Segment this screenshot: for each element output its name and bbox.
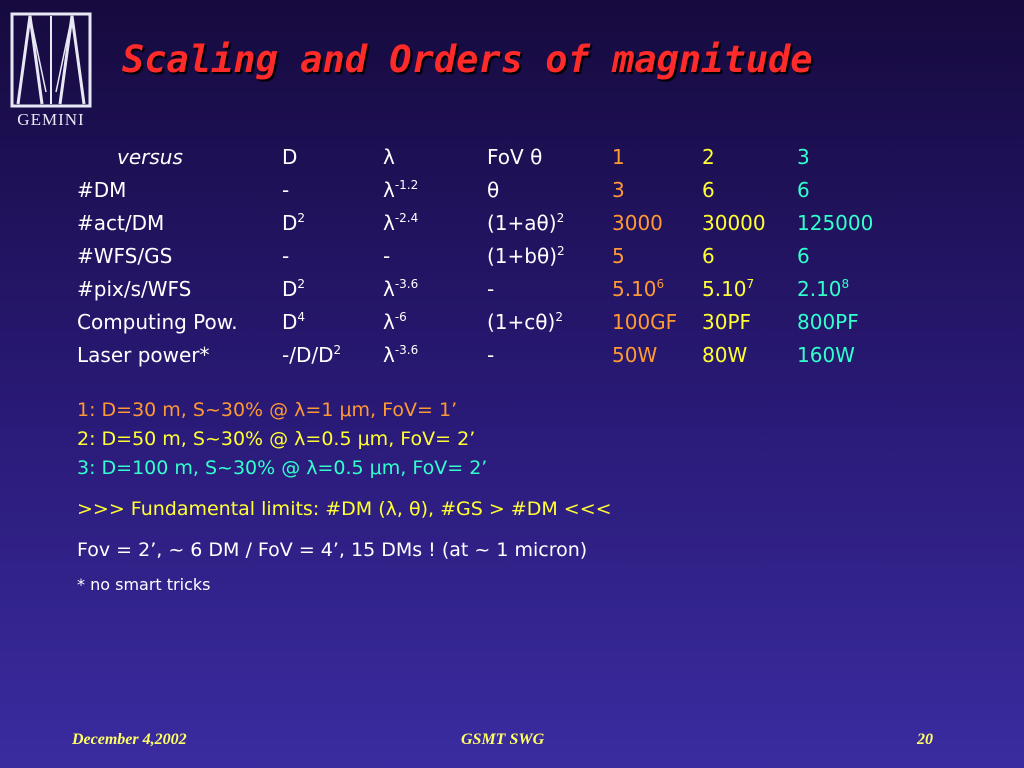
case-1-value: 1 — [612, 145, 625, 169]
lambda-scaling: λ — [383, 145, 395, 169]
case-3-value: 6 — [797, 244, 810, 268]
row-label: #pix/s/WFS — [77, 277, 192, 301]
case-1-value: 3 — [612, 178, 625, 202]
footer-date: December 4,2002 — [72, 731, 187, 748]
case-1-value: 5.106 — [612, 277, 665, 301]
row-label: versus — [117, 145, 183, 169]
case-1-value: 3000 — [612, 211, 663, 235]
case-3-value: 6 — [797, 178, 810, 202]
fundamental-limits: >>> Fundamental limits: #DM (λ, θ), #GS … — [77, 498, 612, 520]
table-row: Computing Pow. D4 λ-6 (1+cθ)2 100GF 30PF 800PF — [0, 307, 1024, 337]
case-2-value: 80W — [702, 343, 748, 367]
case-2-value: 5.107 — [702, 277, 755, 301]
gemini-logo: GEMINI — [10, 12, 92, 132]
fov-scaling: (1+bθ)2 — [487, 244, 565, 268]
footnote: * no smart tricks — [77, 575, 211, 594]
fov-scaling: θ — [487, 178, 500, 202]
fov-scaling: (1+aθ)2 — [487, 211, 565, 235]
case-note-1: 1: D=30 m, S~30% @ λ=1 μm, FoV= 1’ — [77, 399, 458, 421]
d-scaling: D2 — [282, 277, 306, 301]
lambda-scaling: λ-2.4 — [383, 211, 419, 235]
case-1-value: 50W — [612, 343, 658, 367]
case-2-value: 30PF — [702, 310, 752, 334]
case-2-value: 2 — [702, 145, 715, 169]
gemini-emblem-icon — [10, 12, 92, 108]
case-note-2: 2: D=50 m, S~30% @ λ=0.5 μm, FoV= 2’ — [77, 428, 476, 450]
fov-scaling: (1+cθ)2 — [487, 310, 563, 334]
fov-line: Fov = 2’, ~ 6 DM / FoV = 4’, 15 DMs ! (a… — [77, 539, 588, 561]
case-notes: 1: D=30 m, S~30% @ λ=1 μm, FoV= 1’ 2: D=… — [77, 396, 487, 483]
case-2-value: 30000 — [702, 211, 766, 235]
d-scaling: - — [282, 178, 290, 202]
case-1-value: 5 — [612, 244, 625, 268]
case-3-value: 3 — [797, 145, 810, 169]
footer-center: GSMT SWG — [461, 731, 545, 748]
table-row: #act/DM D2 λ-2.4 (1+aθ)2 3000 30000 125000 — [0, 208, 1024, 238]
case-2-value: 6 — [702, 244, 715, 268]
row-label: #WFS/GS — [77, 244, 173, 268]
row-label: Computing Pow. — [77, 310, 238, 334]
d-scaling: -/D/D2 — [282, 343, 342, 367]
lambda-scaling: λ-6 — [383, 310, 407, 334]
case-1-value: 100GF — [612, 310, 678, 334]
table-row: #WFS/GS - - (1+bθ)2 5 6 6 — [0, 241, 1024, 271]
table-row: #DM - λ-1.2 θ 3 6 6 — [0, 175, 1024, 205]
case-3-value: 800PF — [797, 310, 859, 334]
d-scaling: D2 — [282, 211, 306, 235]
lambda-scaling: λ-3.6 — [383, 343, 419, 367]
lambda-scaling: λ-3.6 — [383, 277, 419, 301]
fov-scaling: - — [487, 277, 495, 301]
footer-page-number: 20 — [917, 731, 933, 748]
row-label: #DM — [77, 178, 127, 202]
case-3-value: 2.108 — [797, 277, 850, 301]
case-2-value: 6 — [702, 178, 715, 202]
case-note-3: 3: D=100 m, S~30% @ λ=0.5 μm, FoV= 2’ — [77, 457, 488, 479]
table-row: Laser power* -/D/D2 λ-3.6 - 50W 80W 160W — [0, 340, 1024, 370]
fov-scaling: - — [487, 343, 495, 367]
lambda-scaling: - — [383, 244, 391, 268]
case-3-value: 160W — [797, 343, 855, 367]
d-scaling: - — [282, 244, 290, 268]
d-scaling: D4 — [282, 310, 306, 334]
row-label: #act/DM — [77, 211, 165, 235]
d-scaling: D — [282, 145, 298, 169]
fov-scaling: FoV θ — [487, 145, 543, 169]
row-label: Laser power* — [77, 343, 210, 367]
case-3-value: 125000 — [797, 211, 874, 235]
table-row: #pix/s/WFS D2 λ-3.6 - 5.106 5.107 2.108 — [0, 274, 1024, 304]
logo-text: GEMINI — [17, 110, 85, 129]
slide-title: Scaling and Orders of magnitude — [122, 38, 813, 81]
lambda-scaling: λ-1.2 — [383, 178, 419, 202]
